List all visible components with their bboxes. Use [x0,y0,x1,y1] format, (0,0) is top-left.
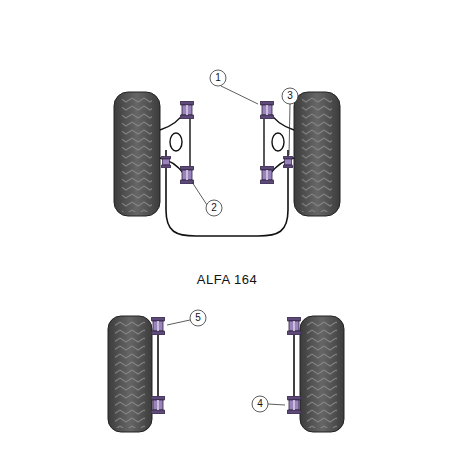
rear-link-bush [151,396,165,414]
wishbones [160,112,294,174]
wishbone-bush [260,166,274,184]
wishbone-bush [180,101,194,119]
front-tyres [114,92,340,216]
callout-number: 3 [287,91,293,101]
drop-link-bush [161,156,171,168]
rear-link-bush [287,317,301,335]
wishbone-bush [180,166,194,184]
rear-tyres [108,316,344,432]
diagram-title: ALFA 164 [197,273,257,286]
drop-link-bush [283,156,293,168]
wishbone-bush [260,101,274,119]
callout-number: 5 [195,313,201,323]
callout-number: 4 [257,399,263,409]
rear-links [158,326,294,406]
anti-roll-bar [166,150,288,236]
rear-link-bush [287,396,301,414]
callout-number: 1 [215,73,221,83]
rear-link-bush [151,317,165,335]
callout-circles [192,70,298,216]
callout-circles [167,310,285,412]
callout-number: 2 [211,203,217,213]
